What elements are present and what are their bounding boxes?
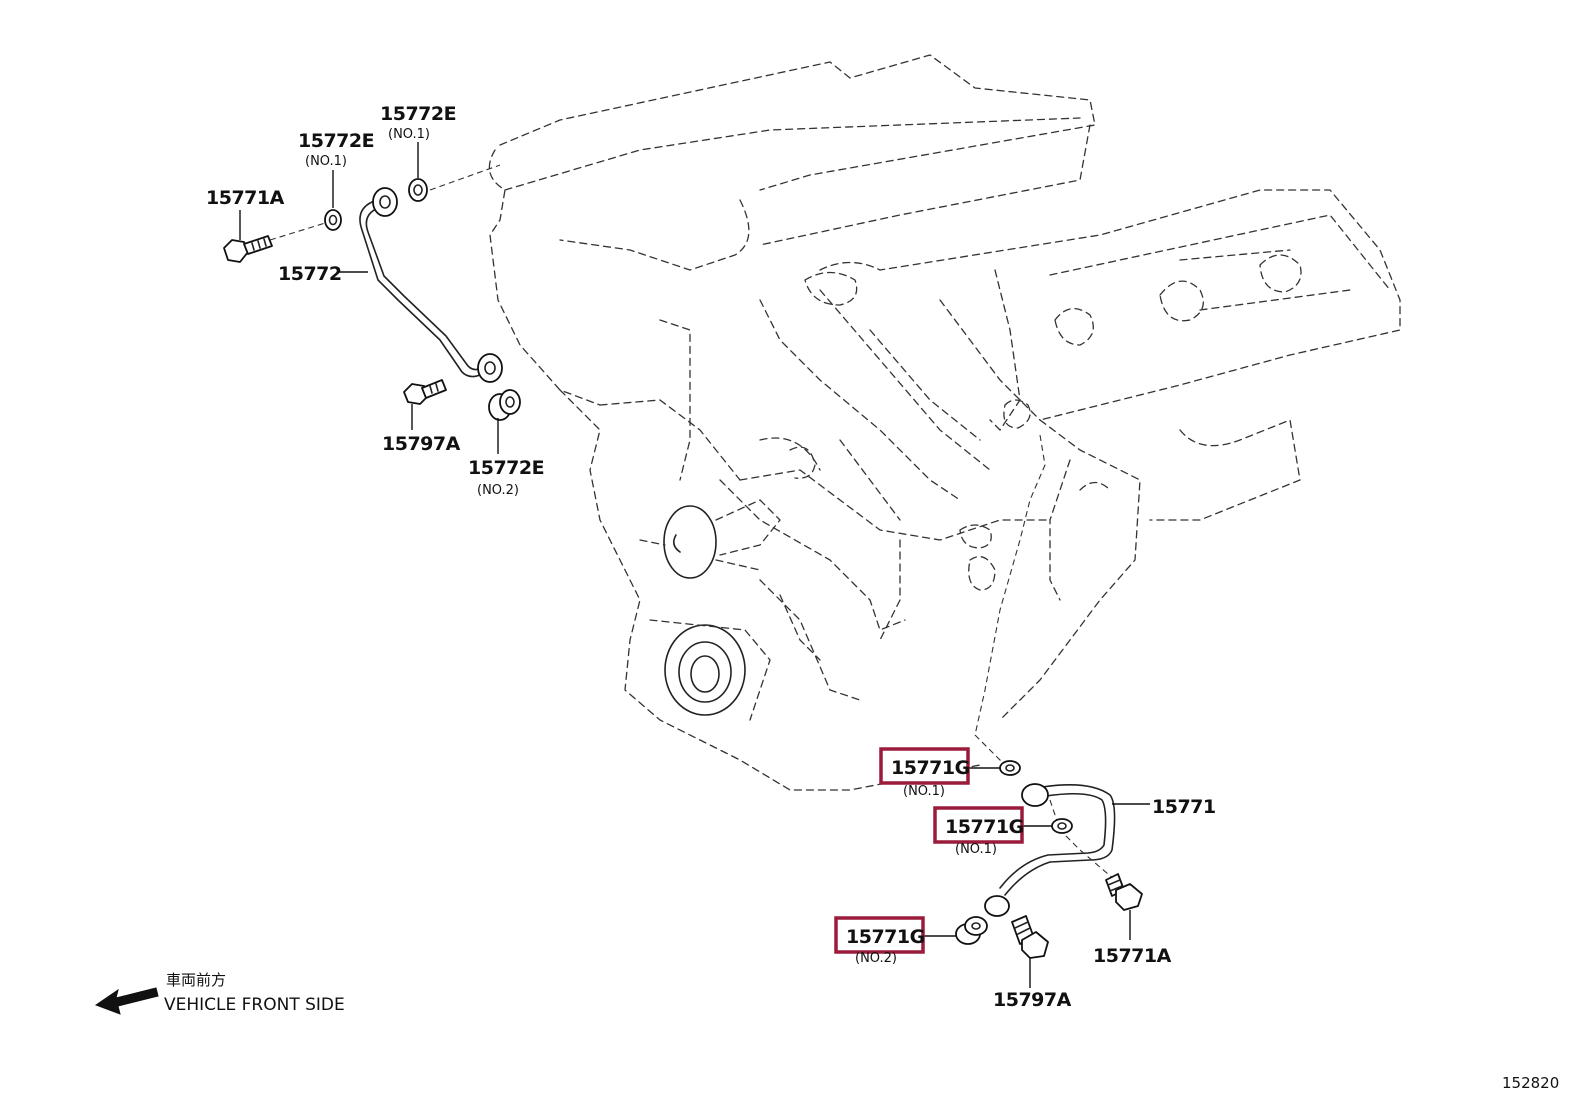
oil-pipe-15771 [984,783,1116,917]
vehicle-front-indicator: 車両前方 VEHICLE FRONT SIDE [94,971,345,1015]
union-bolt-15797a-top [403,379,447,405]
label-15771g-2-sub: (NO.1) [955,842,997,857]
label-15797a-top: 15797A [382,433,461,455]
label-15771g-2: 15771G [945,816,1024,838]
gasket-15771g-no1-b [1051,818,1073,834]
union-bolt-15771a-top [223,235,273,263]
label-15771g-3: 15771G [846,926,925,948]
label-15772: 15772 [278,263,342,285]
gasket-15772e-no1-b [408,178,428,202]
arrow-left-icon [94,987,159,1015]
label-15772e-no1-a: 15772E [298,130,374,152]
bottom-oil-pipe-assembly [924,760,1150,988]
highlight-box-15771g-3 [834,916,925,954]
label-15797a-bottom: 15797A [993,989,1072,1011]
label-15771g-1: 15771G [891,757,970,779]
union-bolt-15797a-bottom [1011,915,1049,959]
oil-pipe-15772 [359,187,503,383]
routing-line [974,434,1046,766]
label-15771g-1-sub: (NO.1) [903,784,945,799]
highlight-box-15771g-2 [933,806,1024,844]
label-15772e-no1-b: 15772E [380,103,456,125]
engine-outline [488,54,1401,791]
label-15771a-bottom: 15771A [1093,945,1172,967]
top-oil-pipe-assembly [223,142,521,454]
direction-jp: 車両前方 [166,971,226,989]
label-15772e-no1-b-sub: (NO.1) [388,127,430,142]
gasket-15771g-no1-a [999,760,1021,776]
label-15772e-no1-a-sub: (NO.1) [305,154,347,169]
gasket-15771g-no2 [955,916,988,945]
label-15771a-top: 15771A [206,187,285,209]
label-15771g-3-sub: (NO.2) [855,951,897,966]
highlight-box-15771g-1 [879,747,970,785]
label-15772e-no2-sub: (NO.2) [477,483,519,498]
gasket-15772e-no2 [488,389,521,421]
part-labels: 15772E (NO.1) 15772E (NO.1) 15771A 15772… [206,103,1216,1011]
figure-number: 152820 [1502,1074,1559,1092]
label-15771: 15771 [1152,796,1216,818]
direction-en: VEHICLE FRONT SIDE [164,995,345,1015]
union-bolt-15771a-bottom [1105,873,1143,911]
highlighted-labels: 15771G (NO.1) 15771G (NO.1) 15771G (NO.2… [834,747,1024,966]
gasket-15772e-no1-a [324,209,342,231]
label-15772e-no2: 15772E [468,457,544,479]
